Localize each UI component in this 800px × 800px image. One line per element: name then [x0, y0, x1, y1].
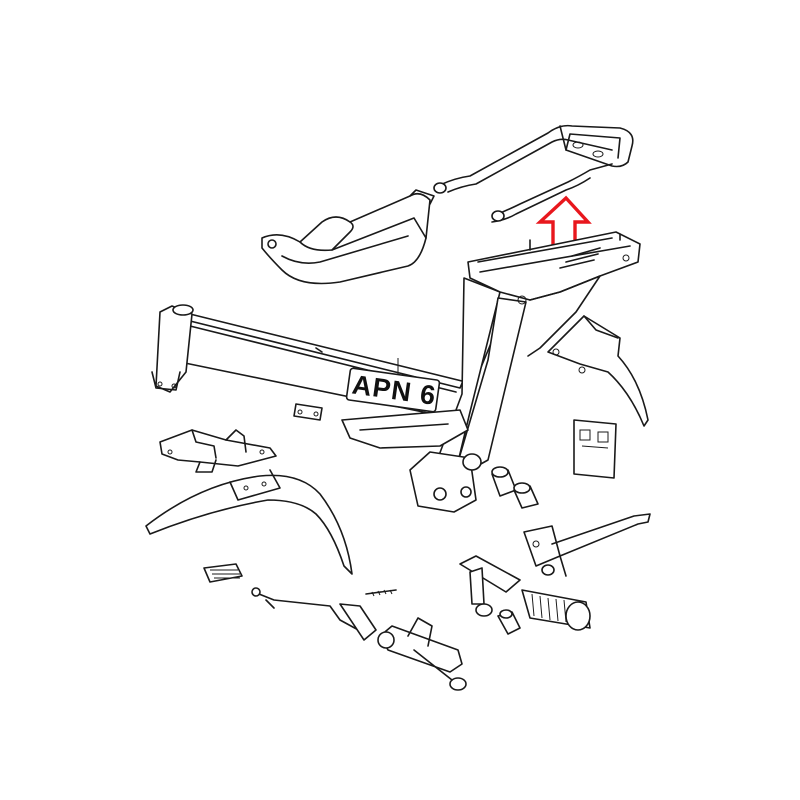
fender-bracket[interactable] [159, 429, 277, 473]
rear-fender-piece[interactable] [547, 315, 649, 427]
seat-cover[interactable] [261, 189, 435, 285]
bushings[interactable] [491, 466, 539, 509]
brake-pedal[interactable] [203, 563, 467, 691]
id-plate[interactable] [573, 419, 617, 479]
kickstand[interactable] [523, 513, 651, 577]
main-frame[interactable]: APN 6 [151, 231, 641, 513]
rear-rack[interactable] [433, 124, 634, 223]
front-mudguard[interactable] [145, 469, 353, 575]
frame-model-label: APN 6 [350, 369, 438, 410]
footpeg[interactable] [459, 555, 591, 635]
